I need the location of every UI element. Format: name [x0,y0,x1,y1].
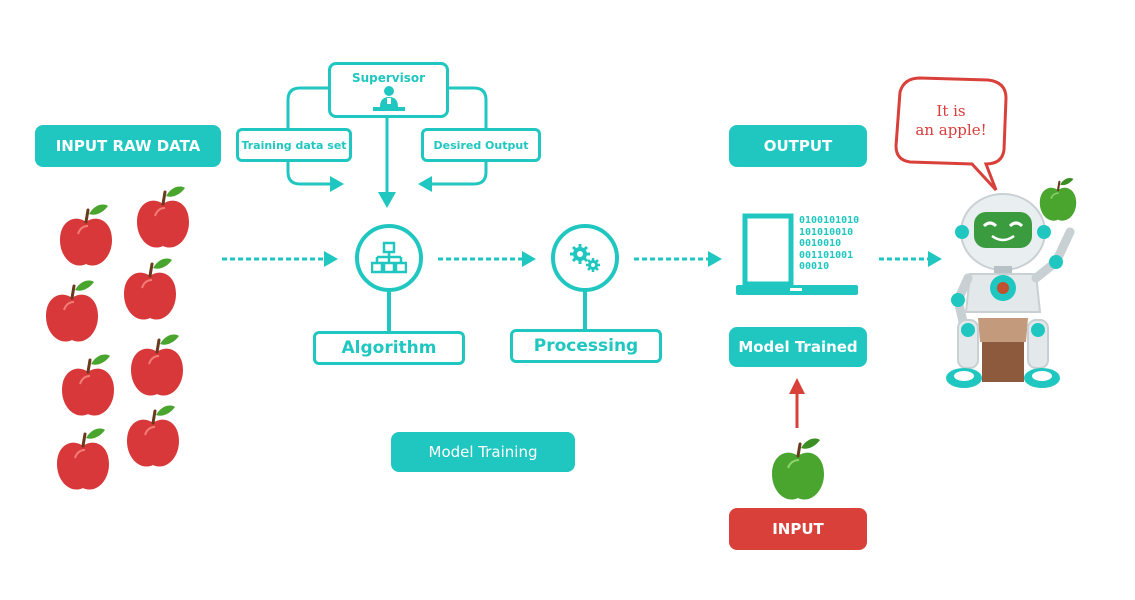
speech-bubble [894,76,1008,192]
flow-arrowheads [324,251,942,267]
robot-icon [946,176,1078,388]
supervisor-arrowheads [330,176,432,208]
supervisor-box: Supervisor [328,62,449,118]
model-training-label: Model Training [391,432,575,472]
speech-line-1: It is [936,102,966,120]
output-label: OUTPUT [729,125,867,167]
algorithm-label-box: Algorithm [313,331,465,365]
binary-line: 0100101010 [799,215,860,226]
input-arrow [789,378,805,428]
speech-bubble-text: It is an apple! [903,102,999,140]
algorithm-node [355,224,423,292]
red-apple-icon [44,184,191,492]
laptop-icon [736,213,858,295]
model-trained-label: Model Trained [729,327,867,367]
input-raw-data-label: INPUT RAW DATA [35,125,221,167]
input-label: INPUT [729,508,867,550]
supervisor-connector [286,86,488,192]
desired-output-box: Desired Output [421,128,541,162]
hierarchy-icon [371,241,407,274]
training-data-set-box: Training data set [236,128,352,162]
speech-line-2: an apple! [915,121,987,139]
binary-line: 0010010 [799,238,842,249]
gears-icon [570,244,600,272]
green-apple-icon [770,436,826,502]
processing-label-box: Processing [510,329,662,363]
binary-line: 001101001 [799,249,854,261]
supervisor-label: Supervisor [351,71,426,85]
binary-line: 00010 [799,261,830,272]
binary-output: 0100101010 101010010 0010010 001101001 0… [799,215,859,273]
binary-line: 101010010 [799,226,854,238]
processing-node [551,224,619,292]
circle-stems [387,290,587,333]
supervisor-person-icon [372,86,405,111]
